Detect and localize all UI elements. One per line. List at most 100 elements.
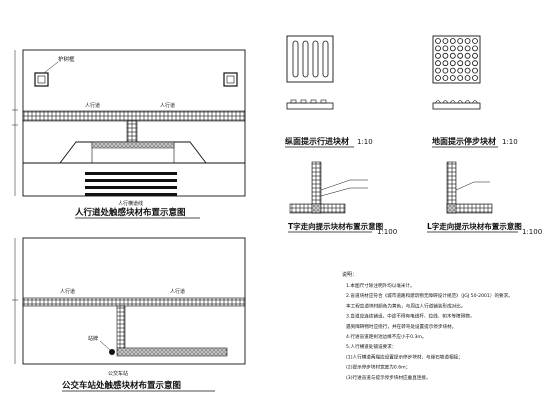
bus-sign-leader xyxy=(99,340,111,351)
warning-dot xyxy=(457,38,464,44)
crosswalk-label: 人行横道线 xyxy=(118,200,143,207)
warning-dot xyxy=(449,52,456,59)
crosswalk-bar xyxy=(85,186,177,189)
guide-tile-bar xyxy=(322,40,329,78)
tree-pit-left-inner xyxy=(37,75,46,84)
guide-tile-bar xyxy=(302,40,309,78)
tree-pit-leader xyxy=(43,61,59,74)
warning-dot xyxy=(464,52,471,59)
warning-dot xyxy=(464,60,471,67)
t-junction-vertical xyxy=(311,161,322,205)
l-turn-scale: 1:100 xyxy=(522,228,542,236)
warning-dot xyxy=(435,45,441,52)
notes-heading: 说明： xyxy=(342,271,357,278)
warning-dot xyxy=(472,45,478,52)
warning-dot xyxy=(442,38,449,44)
warning-dot xyxy=(457,75,464,81)
sidewalk-panel-title: 人行道处触感块材布置示意图 xyxy=(75,207,186,218)
warning-dot xyxy=(442,75,449,81)
sidewalk-panel: 护树框 人行道 人行道 人行横道线 人行道处触感块材布置示意图 xyxy=(12,49,246,219)
warning-dot xyxy=(435,38,441,44)
busstop-label-left: 人行道 xyxy=(60,288,75,295)
warning-bump xyxy=(472,100,478,104)
warning-dot xyxy=(457,52,464,59)
warning-tile-title: 地面提示停步块材 xyxy=(432,136,496,146)
guide-tile-bar xyxy=(312,40,319,78)
tree-pit-left xyxy=(34,72,49,87)
warning-bump xyxy=(457,100,463,104)
notes-line: 5.人行横道处铺设要求： xyxy=(346,343,396,350)
bus-sign-label: 站牌 xyxy=(88,335,98,342)
guide-tile-rib xyxy=(310,99,317,104)
guide-tile-detail: 纵面提示行进块材 1:10 xyxy=(285,35,373,148)
t-junction-detail: T字走向提示块材布置示意图 1:100 xyxy=(288,161,397,236)
warning-tile-scale: 1:10 xyxy=(502,138,518,146)
busstop-panel-title: 公交车站处触感块材布置示意图 xyxy=(62,380,181,391)
warning-bump xyxy=(464,100,471,104)
warning-dot xyxy=(449,75,456,81)
warning-dot xyxy=(472,60,478,67)
bus-sign-post xyxy=(109,349,115,355)
guide-tile-strip xyxy=(22,297,246,307)
warning-tile-strip xyxy=(116,347,228,357)
warning-dot xyxy=(435,67,441,74)
warning-dot xyxy=(442,60,449,67)
warning-dot xyxy=(442,67,449,74)
guide-tile-branch xyxy=(126,120,138,143)
warning-dot xyxy=(442,52,449,59)
guide-tile-rib xyxy=(320,99,327,104)
notes-line: 3.盲道应连续铺设，中途不得有电线杆、拉线、树木等障碍物， xyxy=(346,313,474,320)
tree-pit-right xyxy=(223,72,238,87)
guide-tile-branch xyxy=(116,305,126,349)
guide-tile-section xyxy=(286,102,334,110)
t-junction-title: T字走向提示块材布置示意图 xyxy=(288,221,384,231)
notes-line: 本工程盲道块材颜色为黄色，与周边人行道铺装形成对比。 xyxy=(346,302,465,309)
l-turn-node xyxy=(446,203,457,214)
notes-line: 2.盲道块材应符合《城市道路和建筑物无障碍设计规范》（JGJ 50-2001）的… xyxy=(346,292,513,299)
tree-pit-label: 护树框 xyxy=(58,55,75,63)
warning-dot xyxy=(435,75,441,81)
warning-dot xyxy=(457,67,464,74)
sidewalk-label-right: 人行道 xyxy=(160,102,175,109)
crosswalk-bar xyxy=(85,193,177,196)
crosswalk-bar xyxy=(85,172,177,175)
l-turn-vertical xyxy=(446,161,457,205)
notes-lines: 1.本图尺寸除注明外均以毫米计。2.盲道块材应符合《城市道路和建筑物无障碍设计规… xyxy=(346,282,513,381)
warning-dot xyxy=(449,38,456,44)
t-junction-node xyxy=(311,203,322,214)
notes-line: (1)人行横道两端应设置提示停步块材，与缘石坡道相接； xyxy=(346,353,463,360)
tree-pit-right-inner xyxy=(226,75,235,84)
warning-dot xyxy=(464,67,471,74)
warning-tile-bumps xyxy=(435,100,478,104)
warning-bump xyxy=(435,100,441,104)
l-turn-title: L字走向提示块材布置示意图 xyxy=(427,221,522,231)
busstop-platform-label: 公交车站 xyxy=(108,370,128,377)
l-turn-detail: L字走向提示块材布置示意图 1:100 xyxy=(427,161,542,236)
sidewalk-label-left: 人行道 xyxy=(85,102,100,109)
warning-dot xyxy=(442,45,449,52)
warning-dot xyxy=(464,45,471,52)
warning-dot xyxy=(472,38,478,44)
notes-line: (2)提示停步块材宽度为0.6m； xyxy=(346,364,410,371)
guide-tile-title: 纵面提示行进块材 xyxy=(285,136,349,146)
warning-dot xyxy=(449,45,456,52)
warning-tile-strip xyxy=(91,141,175,149)
notes-line: (3)行进盲道与提示停步块材应垂直连接。 xyxy=(346,374,431,381)
warning-bump xyxy=(442,100,449,104)
warning-dot xyxy=(449,60,456,67)
guide-tile-rib xyxy=(290,99,297,104)
warning-dot xyxy=(449,67,456,74)
warning-tile-plan xyxy=(432,35,481,84)
warning-tile-detail: 地面提示停步块材 1:10 xyxy=(432,35,518,148)
notes-line: 4.行进盲道距树池边缘不应小于0.3m。 xyxy=(346,333,426,340)
guide-tile-scale: 1:10 xyxy=(357,138,373,146)
warning-dot xyxy=(435,52,441,59)
crosswalk-bar xyxy=(85,179,177,182)
l-turn-leader xyxy=(455,181,475,191)
warning-dot xyxy=(464,75,471,81)
warning-dot xyxy=(472,67,478,74)
busstop-panel: 人行道 人行道 站牌 公交车站 公交车站处触感块材布置示意图 xyxy=(12,237,246,392)
t-junction-scale: 1:100 xyxy=(377,228,397,236)
t-junction-leader xyxy=(320,187,351,197)
